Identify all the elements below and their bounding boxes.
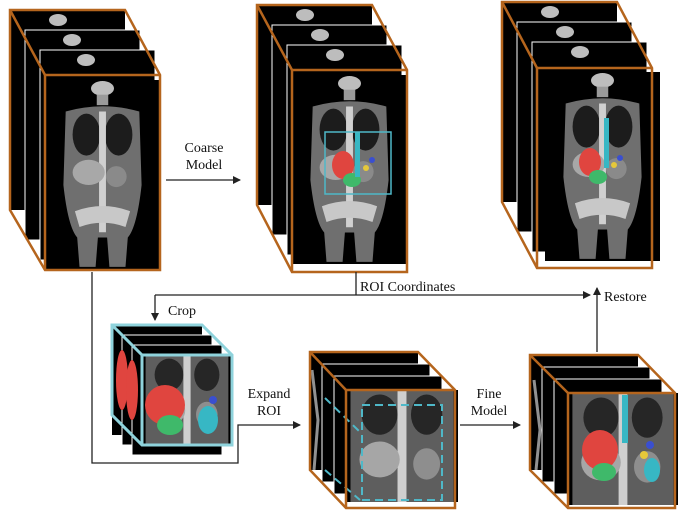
restore-label: Restore	[604, 290, 647, 305]
coarse-model-label-line2: Model	[185, 158, 223, 173]
input-ct-volume	[8, 8, 162, 272]
final-volume-frame	[500, 0, 654, 270]
fine-model-label-line2: Model	[470, 404, 508, 419]
coarse-model-label: Coarse Model	[172, 140, 236, 174]
crop-volume-frame	[110, 323, 234, 447]
cropped-roi-volume	[110, 323, 234, 456]
fine-model-label: Fine Model	[466, 386, 512, 420]
coarse-model-label-line1: Coarse	[184, 141, 224, 156]
expand-roi-label: Expand ROI	[244, 386, 294, 420]
expand-roi-label-line1: Expand	[247, 387, 291, 402]
expanded-roi-dashed-box	[361, 404, 443, 501]
fine-model-label-line1: Fine	[476, 387, 502, 402]
expanded-roi-volume	[308, 350, 458, 510]
crop-label: Crop	[168, 304, 196, 319]
input-to-expand-line	[91, 272, 301, 464]
expand-roi-label-line2: ROI	[256, 404, 282, 419]
fine-volume-frame	[528, 353, 677, 510]
expanded-volume-frame	[308, 350, 457, 510]
final-seg-volume	[500, 0, 660, 270]
coarse-volume-frame	[255, 3, 409, 274]
roi-coordinates-label: ROI Coordinates	[360, 280, 456, 295]
connectors	[91, 176, 601, 464]
fine-seg-volume	[528, 353, 678, 510]
input-volume-frame	[8, 8, 162, 272]
coarse-seg-volume	[255, 3, 409, 274]
coarse-roi-box	[324, 131, 392, 195]
